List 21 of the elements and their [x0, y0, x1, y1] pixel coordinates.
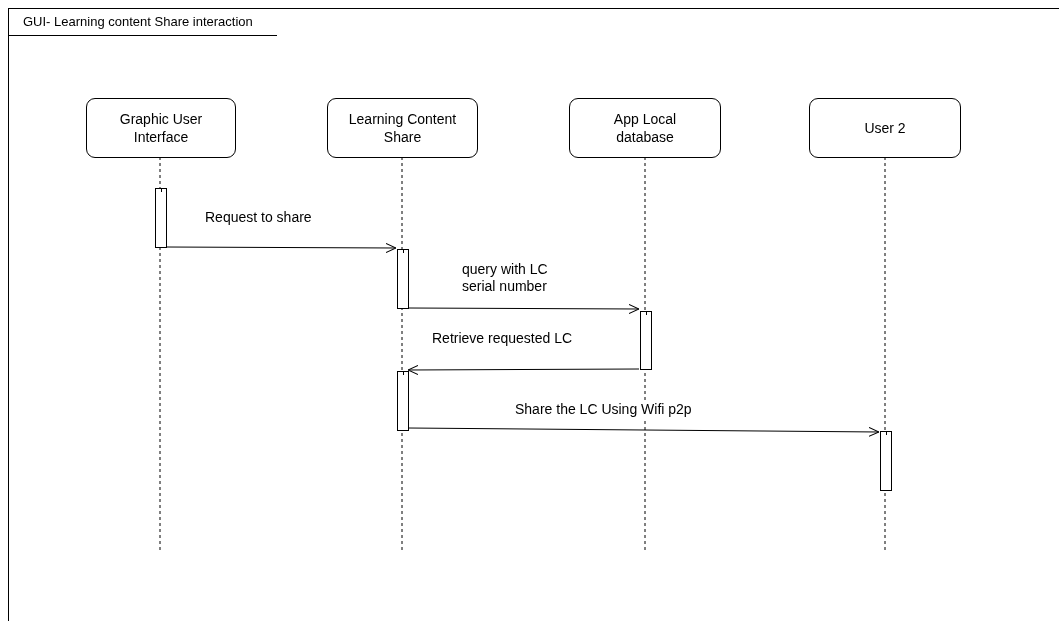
- lifeline-head: [86, 98, 236, 158]
- lifeline-head: [569, 98, 721, 158]
- lifeline-head: [809, 98, 961, 158]
- activation-bar: [397, 371, 409, 431]
- edge-label: Request to share: [205, 209, 312, 226]
- message-arrow: [407, 364, 640, 375]
- frame-title: GUI- Learning content Share interaction: [22, 13, 254, 30]
- message-arrow: [165, 242, 397, 253]
- participant-name: Graphic User Interface: [118, 110, 204, 146]
- message-arrow: [407, 303, 640, 314]
- edge-label: Retrieve requested LC: [432, 330, 573, 347]
- message-arrow: [407, 426, 880, 437]
- activation-bar: [880, 431, 892, 491]
- edge-label: Share the LC Using Wifi p2p: [515, 401, 692, 418]
- participant-name: User 2: [863, 119, 907, 137]
- participant-name: App Local database: [612, 110, 678, 146]
- activation-bar: [397, 249, 409, 309]
- lifeline-head: [327, 98, 478, 158]
- activation-bar: [155, 188, 167, 248]
- activation-bar: [640, 311, 652, 370]
- participant-name: Learning Content Share: [347, 110, 458, 146]
